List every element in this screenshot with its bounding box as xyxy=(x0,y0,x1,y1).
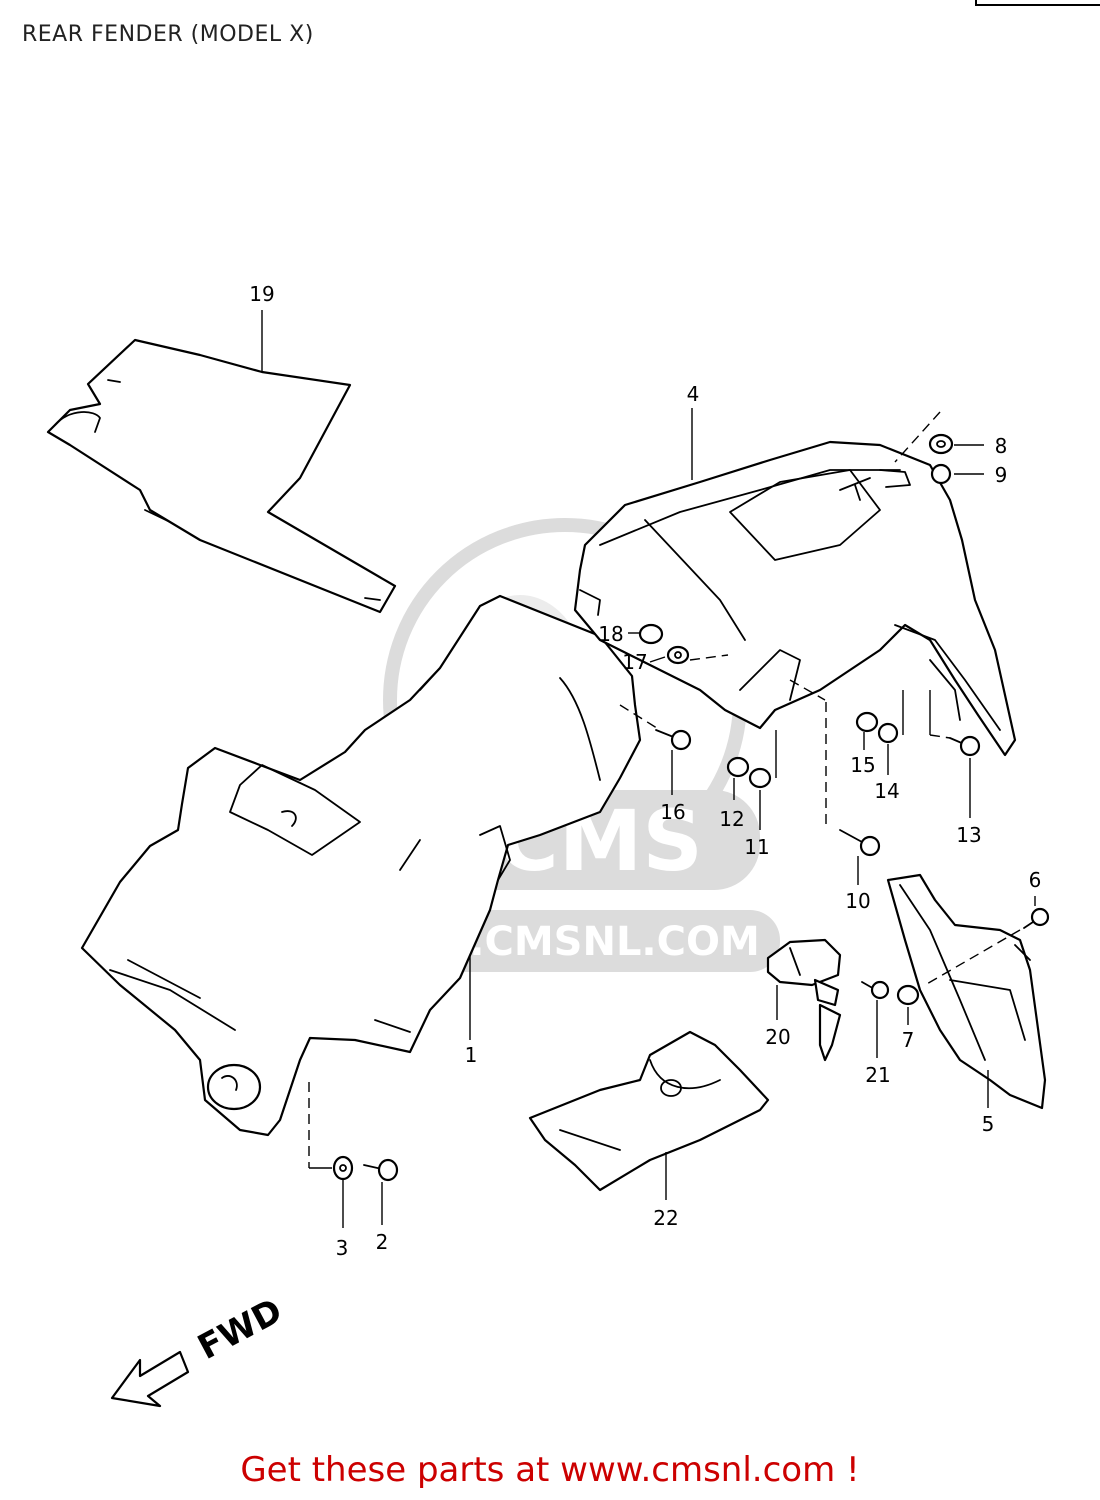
callout-13: 13 xyxy=(956,823,981,847)
forward-arrow-icon xyxy=(110,1350,190,1408)
callout-18: 18 xyxy=(598,622,623,646)
callout-17: 17 xyxy=(622,650,647,674)
part-20-seat-lock[interactable] xyxy=(766,938,842,1062)
callout-2: 2 xyxy=(376,1230,389,1254)
corner-frame-mark xyxy=(975,0,1100,6)
callout-9: 9 xyxy=(995,463,1008,487)
page-title: REAR FENDER (MODEL X) xyxy=(22,22,314,47)
callout-20: 20 xyxy=(765,1025,790,1049)
callout-15: 15 xyxy=(850,753,875,777)
callout-16: 16 xyxy=(660,800,685,824)
callout-4: 4 xyxy=(687,382,700,406)
callout-12: 12 xyxy=(719,807,744,831)
callout-3: 3 xyxy=(336,1236,349,1260)
part-22-tool-bag[interactable] xyxy=(528,1030,770,1192)
part-1-inner-fender[interactable] xyxy=(80,594,642,1137)
leader-lines xyxy=(261,310,1036,1228)
part-19-flap[interactable] xyxy=(46,338,397,614)
callout-19: 19 xyxy=(249,282,274,306)
callout-numbers: 19 4 8 9 18 17 16 12 11 15 14 13 10 6 20… xyxy=(249,282,1041,1260)
part-5-license-bracket[interactable] xyxy=(886,873,1047,1110)
callout-7: 7 xyxy=(902,1028,915,1052)
callout-6: 6 xyxy=(1029,868,1042,892)
callout-21: 21 xyxy=(865,1063,890,1087)
callout-11: 11 xyxy=(744,835,769,859)
callout-1: 1 xyxy=(465,1043,478,1067)
callout-22: 22 xyxy=(653,1206,678,1230)
callout-5: 5 xyxy=(982,1112,995,1136)
footer-parts-link[interactable]: Get these parts at www.cmsnl.com ! xyxy=(240,1450,860,1490)
forward-direction-indicator: FWD xyxy=(110,1291,289,1408)
hardware-parts[interactable] xyxy=(332,433,1050,1182)
callout-14: 14 xyxy=(874,779,899,803)
callout-10: 10 xyxy=(845,889,870,913)
part-4-rear-fender[interactable] xyxy=(573,440,1017,757)
callout-8: 8 xyxy=(995,434,1008,458)
fwd-label: FWD xyxy=(191,1291,288,1368)
